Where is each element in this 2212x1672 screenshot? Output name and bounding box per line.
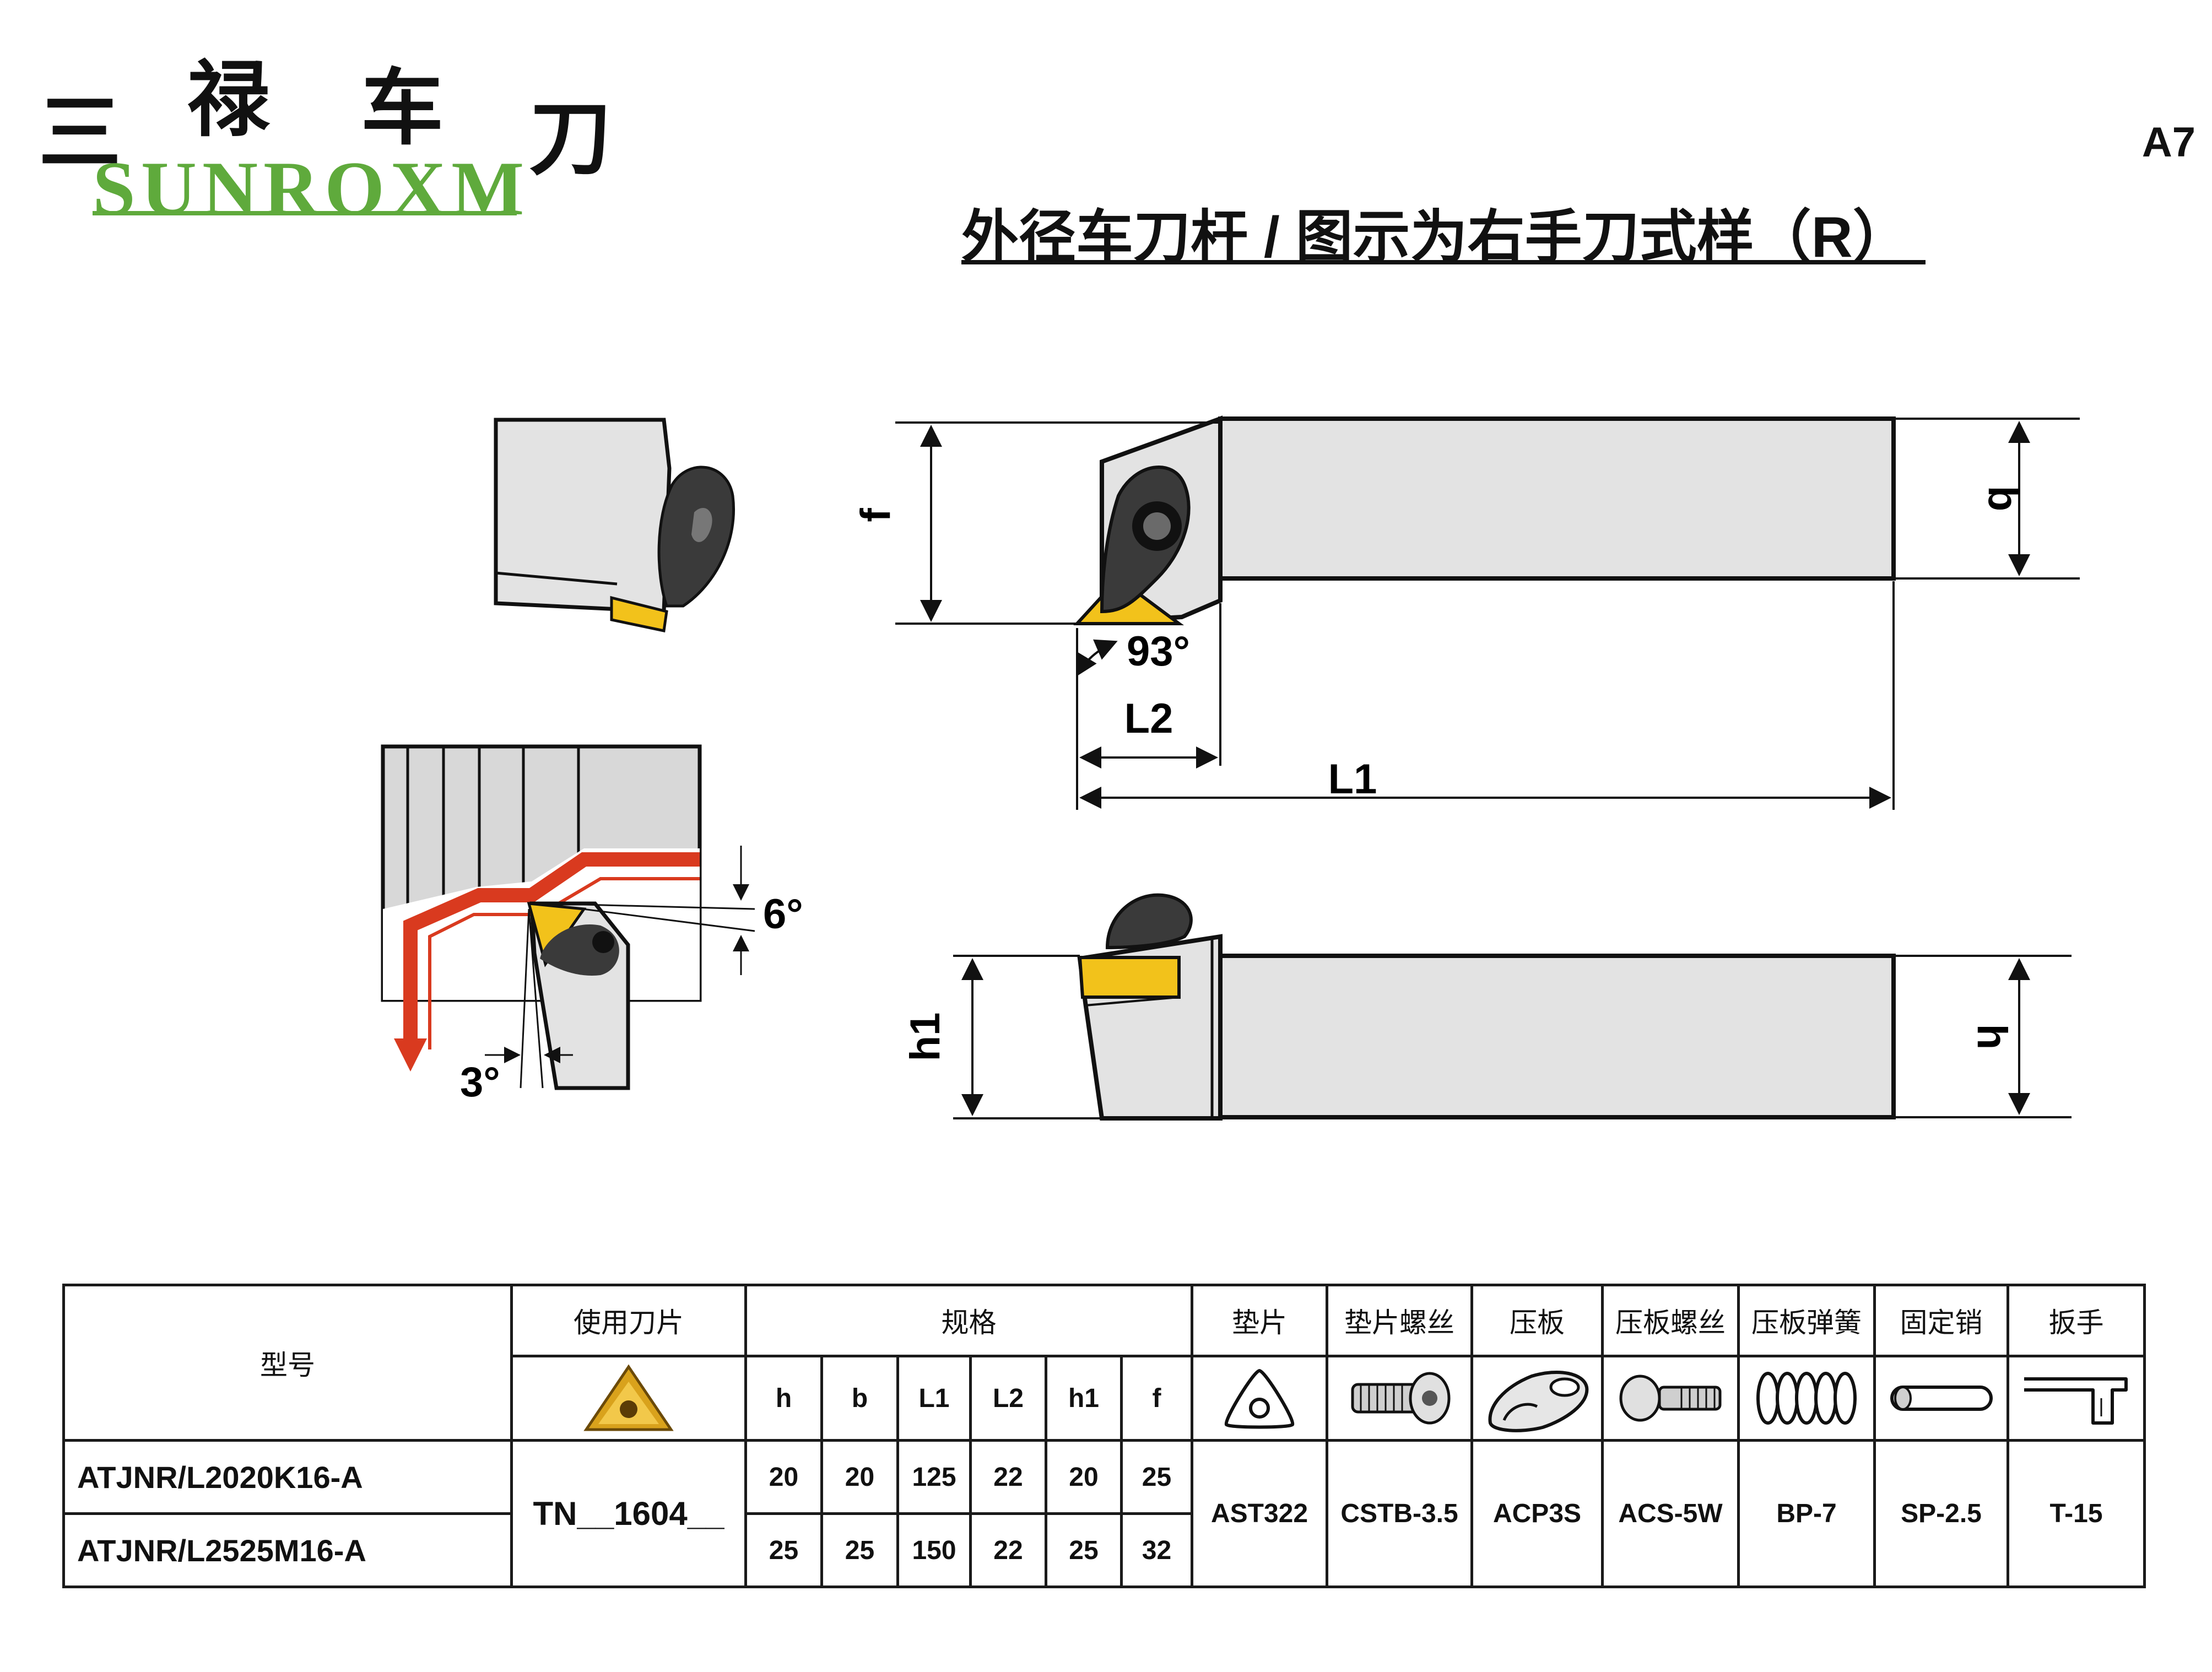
technical-drawing: f b 93° L2 L1 h1 h: [381, 415, 2080, 1121]
part-shim: AST322: [1191, 1439, 1328, 1588]
label-angle-93: 93°: [1127, 628, 1190, 675]
part-pin: SP-2.5: [1873, 1439, 2009, 1588]
header-spec: 规格: [744, 1284, 1193, 1357]
title-underline: [961, 260, 1926, 264]
front-view: [494, 418, 735, 632]
logo-wordmark: SUNROXM: [93, 146, 530, 231]
spring-icon: [1756, 1372, 1857, 1425]
dimension-b: b: [1894, 418, 2080, 580]
clamp-icon: [1488, 1370, 1589, 1432]
insert-image-cell: [510, 1355, 747, 1442]
label-h: h: [1968, 1024, 2015, 1049]
wrench-image-cell: [2007, 1355, 2146, 1442]
dim-cell: 22: [969, 1439, 1047, 1515]
dimension-h1: h1: [902, 955, 1102, 1119]
dimension-L: L2 L1: [1076, 581, 1895, 810]
label-f: f: [852, 508, 899, 522]
clamp-spring-image-cell: [1737, 1355, 1876, 1442]
header-clamp-spring: 压板弹簧: [1737, 1284, 1876, 1357]
header-insert: 使用刀片: [510, 1284, 747, 1357]
label-L2: L2: [1124, 695, 1173, 742]
logo-char-1: 三: [39, 84, 122, 181]
dim-cell: 20: [1045, 1439, 1123, 1515]
side-shank: [1218, 954, 1896, 1119]
wrench-icon: [2024, 1377, 2128, 1425]
page-code: A7: [2141, 119, 2195, 166]
shim-screw-icon: [1351, 1372, 1451, 1425]
header-shim: 垫片: [1191, 1284, 1328, 1357]
page-title: 外径车刀杆 / 图示为右手刀式样（R）: [961, 205, 1910, 269]
model-cell: ATJNR/L2525M16-A: [62, 1512, 513, 1588]
shim-screw-image-cell: [1326, 1355, 1473, 1442]
part-shim-screw: CSTB-3.5: [1326, 1439, 1473, 1588]
model-cell: ATJNR/L2020K16-A: [62, 1439, 513, 1515]
dim-header-h1: h1: [1045, 1355, 1123, 1442]
side-insert: [1078, 956, 1181, 999]
dim-header-h: h: [744, 1355, 823, 1442]
header-row: 型号 使用刀片 规格 垫片 垫片螺丝 压板 压板螺丝 压板弹簧 固定销 扳手: [62, 1284, 2146, 1442]
dim-cell: 125: [896, 1439, 972, 1515]
logo-underline: [93, 211, 517, 215]
header-shim-screw: 垫片螺丝: [1326, 1284, 1473, 1357]
dim-cell: 25: [744, 1512, 823, 1588]
table-row: ATJNR/L2525M16-A 25 25 150 22 25 32: [62, 1512, 2145, 1588]
dimension-h: h: [1894, 955, 2072, 1118]
angle-93: 93°: [1075, 628, 1190, 677]
pin-icon: [1890, 1386, 1993, 1411]
header-clamp-screw: 压板螺丝: [1601, 1284, 1740, 1357]
table-row: ATJNR/L2020K16-A TN__1604__ 20 20 125 22…: [62, 1439, 2146, 1588]
dim-cell: 25: [1045, 1512, 1123, 1588]
dim-cell: 20: [820, 1439, 899, 1515]
label-b: b: [1980, 486, 2026, 511]
part-wrench: T-15: [2007, 1439, 2146, 1588]
label-angle-3: 3°: [460, 1059, 500, 1106]
label-angle-6: 6°: [763, 891, 803, 938]
clamp-screw-image-cell: [1601, 1355, 1740, 1442]
dim-cell: 150: [896, 1512, 972, 1588]
part-clamp: ACP3S: [1470, 1439, 1604, 1588]
dim-cell: 25: [820, 1512, 899, 1588]
header-wrench: 扳手: [2007, 1284, 2146, 1357]
spec-table: 型号 使用刀片 规格 垫片 垫片螺丝 压板 压板螺丝 压板弹簧 固定销 扳手 h…: [62, 1284, 2146, 1588]
logo-char-2: 禄: [187, 51, 271, 148]
pin-image-cell: [1873, 1355, 2009, 1442]
insert-code-cell: TN__1604__: [510, 1439, 747, 1588]
dim-header-L2: L2: [969, 1355, 1047, 1442]
side-view-holder: [1077, 893, 1896, 1121]
dim-header-L1: L1: [896, 1355, 972, 1442]
dim-header-b: b: [820, 1355, 899, 1442]
dim-header-f: f: [1120, 1355, 1193, 1442]
shank-body: [1218, 416, 1896, 581]
subheader-row: h b L1 L2 h1 f: [64, 1355, 2146, 1442]
shim-image-cell: [1191, 1355, 1328, 1442]
label-h1: h1: [902, 1013, 949, 1062]
header-pin: 固定销: [1873, 1284, 2009, 1357]
triangle-insert-icon: [583, 1364, 674, 1431]
clamp-image-cell: [1470, 1355, 1604, 1442]
side-clamp: [1105, 893, 1193, 950]
part-clamp-screw: ACS-5W: [1601, 1439, 1740, 1588]
label-L1: L1: [1328, 756, 1377, 803]
dimension-f: f: [852, 421, 1220, 625]
dim-cell: 32: [1120, 1512, 1193, 1588]
top-view-holder: [1073, 415, 1896, 625]
part-clamp-spring: BP-7: [1737, 1439, 1876, 1588]
dim-cell: 22: [969, 1512, 1047, 1588]
header-clamp: 压板: [1470, 1284, 1604, 1357]
feed-diagram: 6° 3°: [381, 744, 803, 1106]
shim-icon: [1224, 1368, 1295, 1429]
header-model: 型号: [62, 1284, 513, 1442]
dim-cell: 20: [744, 1439, 823, 1515]
logo-char-3: 车: [361, 59, 444, 156]
dim-cell: 25: [1120, 1439, 1193, 1515]
clamp-screw-icon: [1619, 1375, 1722, 1422]
logo-char-4: 刀: [529, 90, 612, 187]
